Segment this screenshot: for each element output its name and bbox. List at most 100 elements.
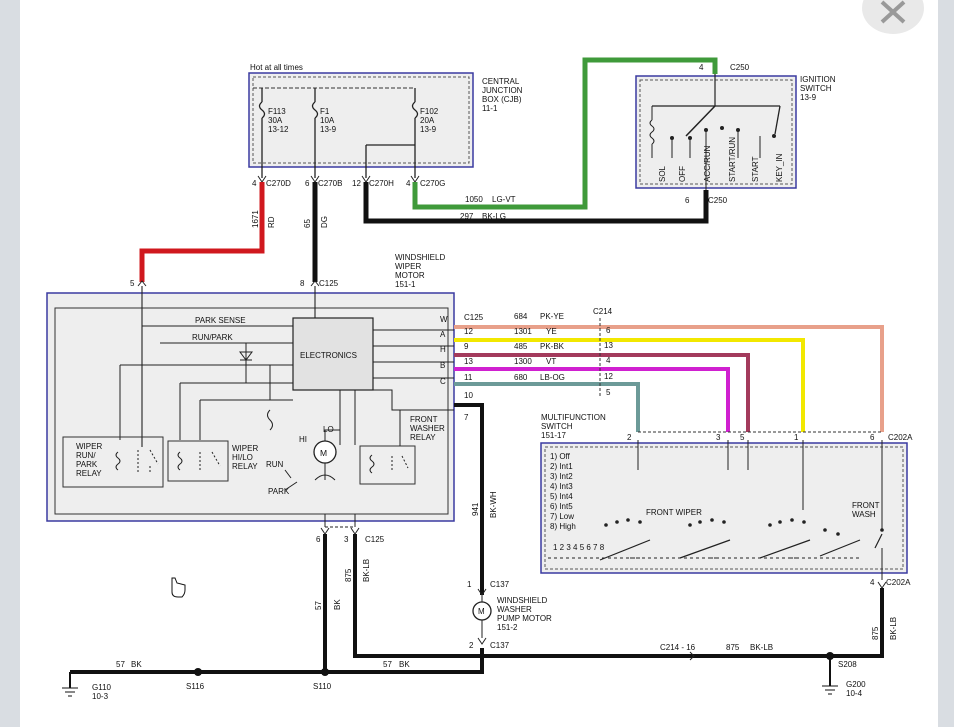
- cjb-conn-1: C270D: [266, 179, 291, 188]
- harness-485-circuit: 485: [514, 342, 528, 351]
- relay-runpark-label-4: RELAY: [76, 469, 102, 478]
- splice-s110: S110: [313, 682, 332, 691]
- mfs-mode-3: 3) Int2: [550, 472, 573, 481]
- motor-run-park: RUN/PARK: [192, 333, 233, 342]
- relay-hi-lo: WIPER HI/LO RELAY: [167, 440, 258, 482]
- washer-pump-motor: 941 BK-WH 1 C137 M WINDSHIELD WASHER PUM…: [467, 491, 552, 650]
- harness-680-circuit: 680: [514, 373, 528, 382]
- close-button[interactable]: [862, 0, 924, 34]
- motor-side-h: H: [440, 345, 446, 354]
- fuse-f113: F113 30A 13-12: [258, 88, 289, 178]
- cjb-pin-3: 12: [352, 179, 361, 188]
- mfs-mode-6: 6) Int5: [550, 502, 573, 511]
- harness-1300-circuit: 1300: [514, 357, 532, 366]
- fuse-f102-id: F102: [420, 107, 439, 116]
- mfs-mode-1: 1) Off: [550, 452, 571, 461]
- mfs-mode-2: 2) Int1: [550, 462, 573, 471]
- wire-875-right-circuit: 875: [726, 643, 740, 652]
- c125-side-label: C125: [464, 313, 484, 322]
- motor-electronics: ELECTRONICS: [300, 351, 357, 360]
- fuse-f102: F102 20A 13-9: [411, 88, 439, 178]
- c214-pin-5: 5: [606, 388, 611, 397]
- ignition-pos-sol: SOL: [658, 165, 667, 182]
- cjb-pin-2: 6: [305, 179, 310, 188]
- wire-875-right-color: BK-LB: [750, 643, 773, 652]
- motor-bottom-conn: C125: [365, 535, 385, 544]
- wire-57-right-color: BK: [399, 660, 410, 669]
- harness-1301-circuit: 1301: [514, 327, 532, 336]
- wiper-motor-module: WINDSHIELD WIPER MOTOR 151-1 5 8 C125 EL…: [46, 253, 455, 544]
- motor-side-pin-11: 11: [464, 373, 473, 382]
- cjb-conn-3: C270H: [369, 179, 394, 188]
- ignition-title-3: 13-9: [800, 93, 817, 102]
- fuse-f1: F1 10A 13-9: [311, 88, 337, 178]
- mfs-title-2: SWITCH: [541, 422, 573, 431]
- wiper-motor-symbol: M HI LO: [299, 425, 340, 481]
- splice-s208: S208: [838, 660, 857, 669]
- motor-pin-8: 8: [300, 279, 305, 288]
- washer-title-1: WINDSHIELD: [497, 596, 547, 605]
- motor-c125-top: C125: [319, 279, 339, 288]
- wire-1050-color: LG-VT: [492, 195, 516, 204]
- c214-pin-6: 6: [606, 326, 611, 335]
- mfs-pin-6: 6: [870, 433, 875, 442]
- relay-hilo-label-2: HI/LO: [232, 453, 253, 462]
- splice-s116: S116: [186, 682, 205, 691]
- washer-top-conn: C137: [490, 580, 510, 589]
- c214-pin-13: 13: [604, 341, 613, 350]
- washer-title-4: 151-2: [497, 623, 518, 632]
- motor-title-3: MOTOR: [395, 271, 425, 280]
- motor-park-label: PARK: [268, 487, 290, 496]
- relay-washer-label-3: RELAY: [410, 433, 436, 442]
- mfs-mode-list: 1) Off 2) Int1 3) Int2 4) Int3 5) Int4 6…: [550, 452, 576, 531]
- ignition-top-pin: 4: [699, 63, 704, 72]
- fuse-f102-amps: 20A: [420, 116, 435, 125]
- ignition-pos-startrun: START/RUN: [728, 137, 737, 182]
- washer-bottom-pin: 2: [469, 641, 474, 650]
- cjb-title-4: 11-1: [482, 104, 498, 113]
- multifunction-switch: MULTIFUNCTION SWITCH 151-17 2 3 5 1 6 C2…: [540, 413, 913, 589]
- motor-side-pin-12: 12: [464, 327, 473, 336]
- ground-g200-ref: 10-4: [846, 689, 863, 698]
- wire-297-color: BK-LG: [482, 212, 506, 221]
- wire-941-color: BK-WH: [489, 491, 498, 518]
- mfs-conn-top: C202A: [888, 433, 913, 442]
- wire-297-circuit: 297: [460, 212, 474, 221]
- wire-1671-circuit: 1671: [251, 210, 260, 228]
- ground-wires: 57 BK 875 BK-LB 57 BK 57 BK C214 - 16 87…: [62, 534, 898, 701]
- ignition-title-2: SWITCH: [800, 84, 832, 93]
- motor-side-c: C: [440, 377, 446, 386]
- wire-1050-circuit: 1050: [465, 195, 483, 204]
- cjb-title-1: CENTRAL: [482, 77, 520, 86]
- wire-57-right-circuit: 57: [383, 660, 392, 669]
- motor-title-4: 151-1: [395, 280, 416, 289]
- cjb-hot-label: Hot at all times: [250, 63, 303, 72]
- mfs-pin-2: 2: [627, 433, 632, 442]
- motor-side-pin-10: 10: [464, 391, 473, 400]
- close-icon: [880, 0, 906, 24]
- mfs-mode-4: 4) Int3: [550, 482, 573, 491]
- motor-side-pin-9: 9: [464, 342, 469, 351]
- harness-680-color: LB-OG: [540, 373, 565, 382]
- wire-1671-color: RD: [267, 216, 276, 228]
- ignition-bottom-conn: C250: [708, 196, 728, 205]
- ground-g110: G110: [92, 683, 112, 692]
- relay-hilo-label-1: WIPER: [232, 444, 258, 453]
- mfs-front-wash-1: FRONT: [852, 501, 880, 510]
- washer-m-label: M: [478, 607, 485, 616]
- ignition-pos-start: START: [751, 156, 760, 182]
- harness-485-color: PK-BK: [540, 342, 565, 351]
- harness-1301-color: YE: [546, 327, 557, 336]
- motor-pin-5: 5: [130, 279, 135, 288]
- ignition-pos-off: OFF: [678, 166, 687, 182]
- mfs-pin-1: 1: [794, 433, 799, 442]
- motor-side-pin-13: 13: [464, 357, 473, 366]
- fuse-f113-ref: 13-12: [268, 125, 289, 134]
- mfs-front-wash-2: WASH: [852, 510, 876, 519]
- wire-875-vert-color: BK-LB: [362, 559, 371, 582]
- c214-pin-4: 4: [606, 356, 611, 365]
- mfs-mode-5: 5) Int4: [550, 492, 573, 501]
- motor-m-label: M: [320, 448, 327, 458]
- harness-wires: C125 C214 12 9 13 11 10 7 684 PK-YE 1301…: [454, 307, 884, 595]
